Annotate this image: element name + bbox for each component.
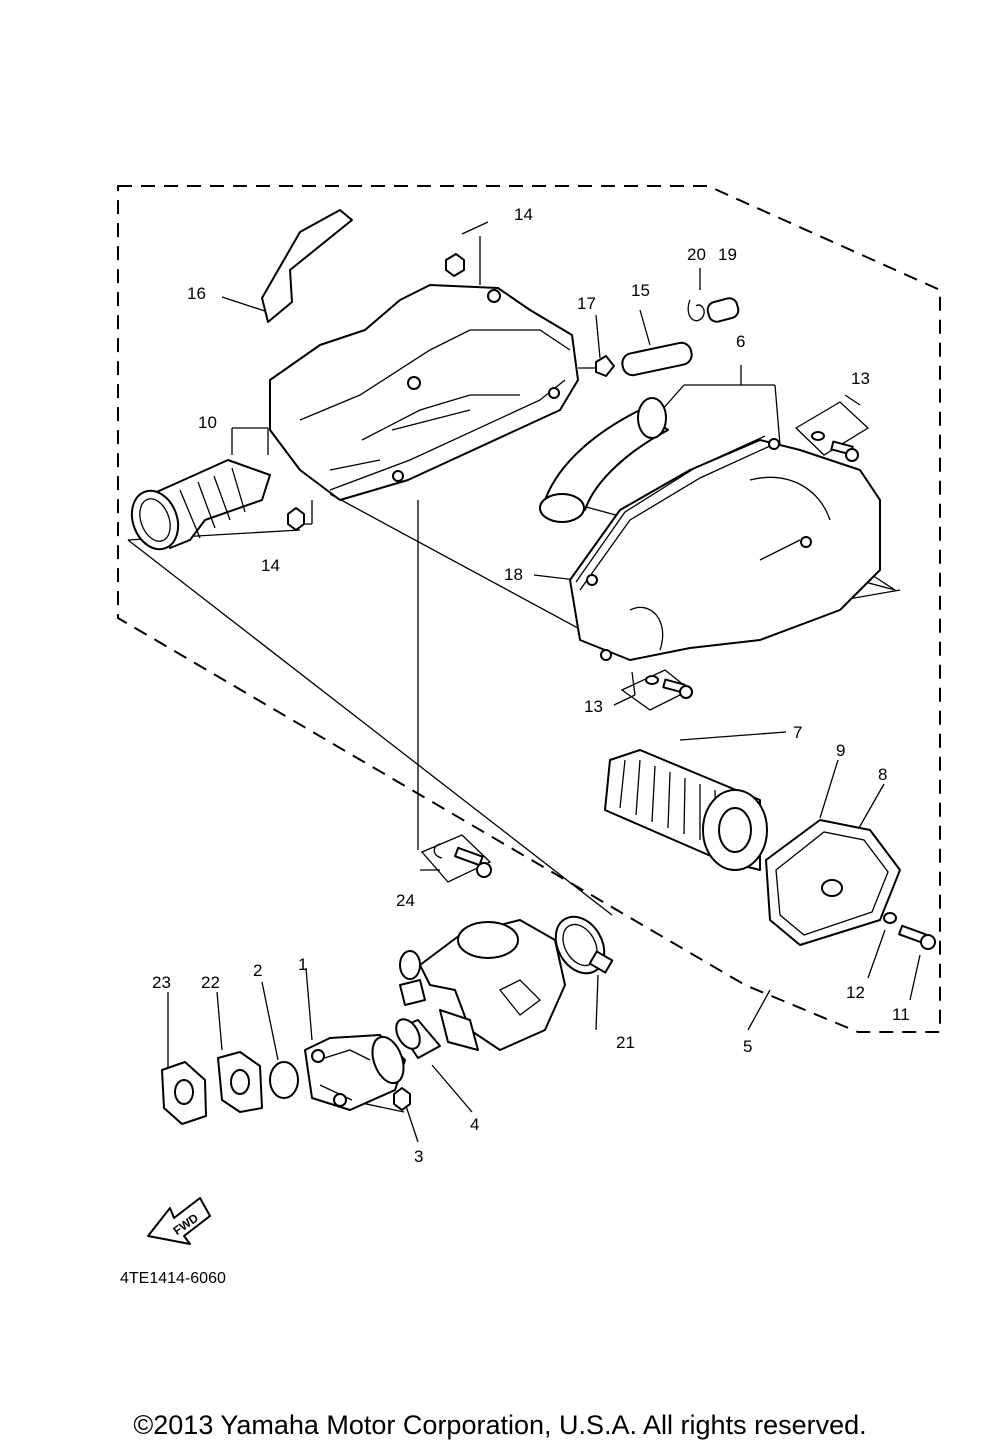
air-box-cover-part-6 (539, 397, 881, 661)
assembly-boundary-dashed (117, 185, 941, 1033)
insulator-part-22 (217, 1051, 263, 1113)
duct-seal-part-16 (261, 209, 353, 323)
nut-part-3 (393, 1087, 411, 1111)
callout-13-bottom: 13 (584, 697, 603, 716)
intake-manifold-part-1 (304, 1034, 406, 1111)
joint-part-4 (395, 1018, 441, 1059)
callout-2: 2 (253, 961, 262, 980)
hose-part-15 (621, 341, 693, 377)
callout-9: 9 (836, 741, 845, 760)
screw-part-11 (898, 924, 936, 950)
callout-18: 18 (504, 565, 523, 584)
callout-19: 19 (718, 245, 737, 264)
callout-4: 4 (470, 1115, 479, 1134)
filter-cover-part-8 (765, 819, 901, 946)
gasket-part-18 (575, 435, 766, 583)
callout-8: 8 (878, 765, 887, 784)
screw-washer-part-13-bottom (620, 669, 693, 711)
clip-part-20 (687, 299, 705, 322)
callout-14-bottom: 14 (261, 556, 280, 575)
callout-20: 20 (687, 245, 706, 264)
air-box-case (269, 284, 579, 501)
callout-15: 15 (631, 281, 650, 300)
callout-17: 17 (577, 294, 596, 313)
hose-clamp-part-21 (554, 915, 614, 975)
washer-part-12 (883, 912, 897, 924)
copyright-notice: ©2013 Yamaha Motor Corporation, U.S.A. A… (133, 1410, 867, 1440)
fwd-arrow-icon: FWD (147, 1197, 211, 1245)
callout-6: 6 (736, 332, 745, 351)
carburetor (399, 919, 566, 1051)
callout-3: 3 (414, 1147, 423, 1166)
callout-5: 5 (743, 1037, 752, 1056)
screw-part-24 (420, 834, 492, 883)
callout-10: 10 (198, 413, 217, 432)
drawing-code: 4TE1414-6060 (120, 1270, 226, 1287)
callout-1: 1 (298, 955, 307, 974)
intake-duct-part-10 (130, 459, 271, 551)
callout-12: 12 (846, 983, 865, 1002)
nut-part-14-top (445, 253, 465, 277)
nut-part-14-bottom (287, 507, 305, 531)
gasket-part-23 (161, 1061, 207, 1125)
callout-16: 16 (187, 284, 206, 303)
callout-22: 22 (201, 973, 220, 992)
o-ring-part-2 (269, 1061, 299, 1099)
screw-washer-part-13-top (794, 401, 870, 462)
callout-labels: 1 2 3 4 5 6 7 8 9 10 11 12 13 13 14 14 1… (152, 205, 910, 1166)
callout-24: 24 (396, 891, 415, 910)
callout-7: 7 (793, 723, 802, 742)
air-filter-element-part-7 (604, 749, 768, 871)
plug-part-19 (706, 297, 740, 323)
callout-23: 23 (152, 973, 171, 992)
callout-11: 11 (892, 1005, 910, 1024)
callout-13-top: 13 (851, 369, 870, 388)
callout-14-top: 14 (514, 205, 533, 224)
clip-part-17 (595, 355, 615, 377)
callout-21: 21 (616, 1033, 635, 1052)
